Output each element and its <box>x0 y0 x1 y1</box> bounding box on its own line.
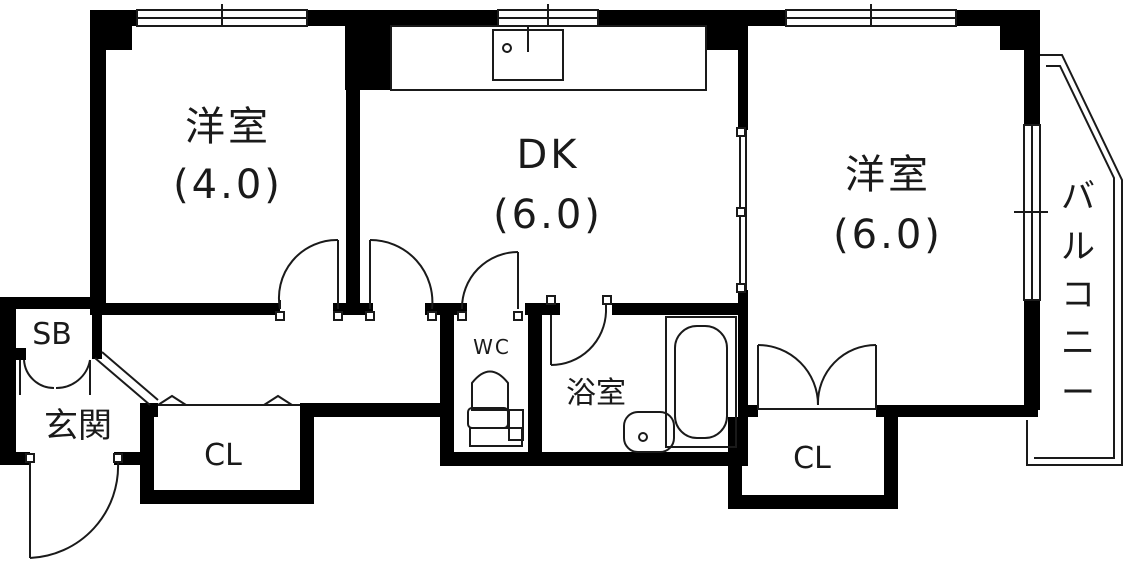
room-size-western-left: (4.0) <box>173 162 283 208</box>
walls <box>0 10 1040 509</box>
sliding-partition <box>736 127 747 293</box>
balcony-char: ー <box>1061 373 1095 413</box>
balcony-char: ニ <box>1061 323 1095 363</box>
room-name-shoe-box: SB <box>32 317 72 352</box>
balcony-char: コ <box>1061 275 1095 315</box>
toilet-fixture <box>467 370 524 447</box>
balcony-char: ル <box>1061 227 1095 267</box>
balcony-char: バ <box>1061 177 1095 217</box>
room-size-western-right: (6.0) <box>833 212 943 258</box>
windows <box>136 4 1048 301</box>
bathtub <box>665 316 737 448</box>
balcony <box>1026 54 1123 466</box>
room-name-wc: WC <box>473 335 511 359</box>
room-name-western-left: 洋室 <box>185 104 271 150</box>
washbasin <box>623 411 675 453</box>
room-name-dk: DK <box>516 132 579 178</box>
room-name-bath: 浴室 <box>566 376 626 411</box>
closet-left-label: CL <box>204 438 242 473</box>
room-name-entrance: 玄関 <box>44 406 112 446</box>
balcony-label: バ ル コ ニ ー <box>1061 177 1095 413</box>
room-name-western-right: 洋室 <box>845 152 931 198</box>
kitchen-counter <box>390 25 707 91</box>
closet-right-label: CL <box>793 441 831 476</box>
door-jambs <box>25 295 612 463</box>
room-size-dk: (6.0) <box>493 192 603 238</box>
doors <box>19 238 877 559</box>
